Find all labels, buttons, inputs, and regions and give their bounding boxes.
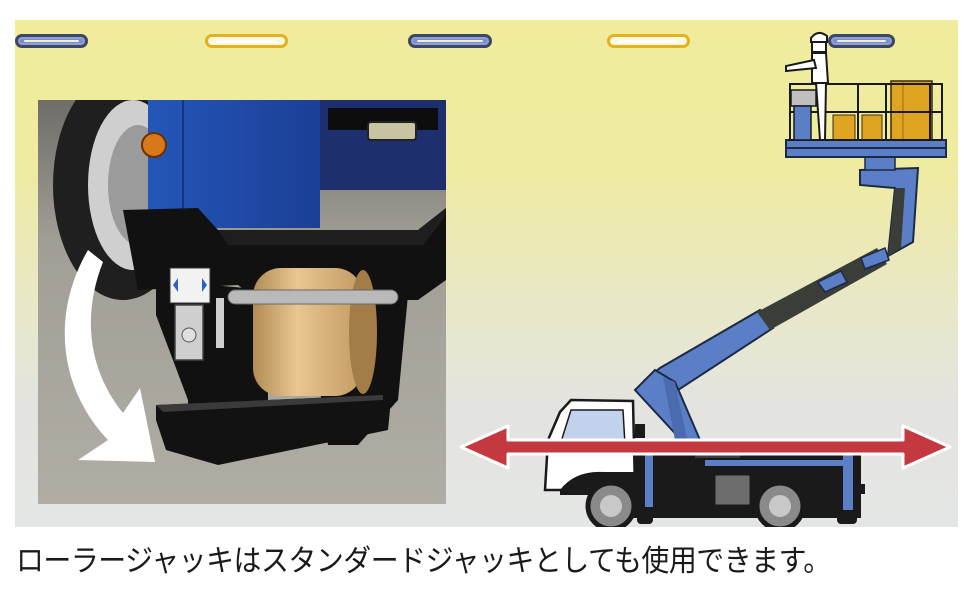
aerial-platform-truck-illustration xyxy=(459,32,952,527)
double-arrow-icon xyxy=(459,424,952,470)
caption-text: ローラージャッキはスタンダードジャッキとしても使用できます。 xyxy=(16,544,831,579)
curved-arrow-icon xyxy=(64,250,155,462)
warning-light-yellow xyxy=(607,34,690,48)
roller-jack-photo xyxy=(38,100,446,504)
warning-light-blue xyxy=(408,34,492,48)
worker-figure xyxy=(785,32,830,141)
illustration-panel xyxy=(15,20,958,527)
warning-light-yellow xyxy=(205,34,288,48)
warning-light-blue xyxy=(15,34,88,48)
warning-light-blue xyxy=(828,34,895,48)
